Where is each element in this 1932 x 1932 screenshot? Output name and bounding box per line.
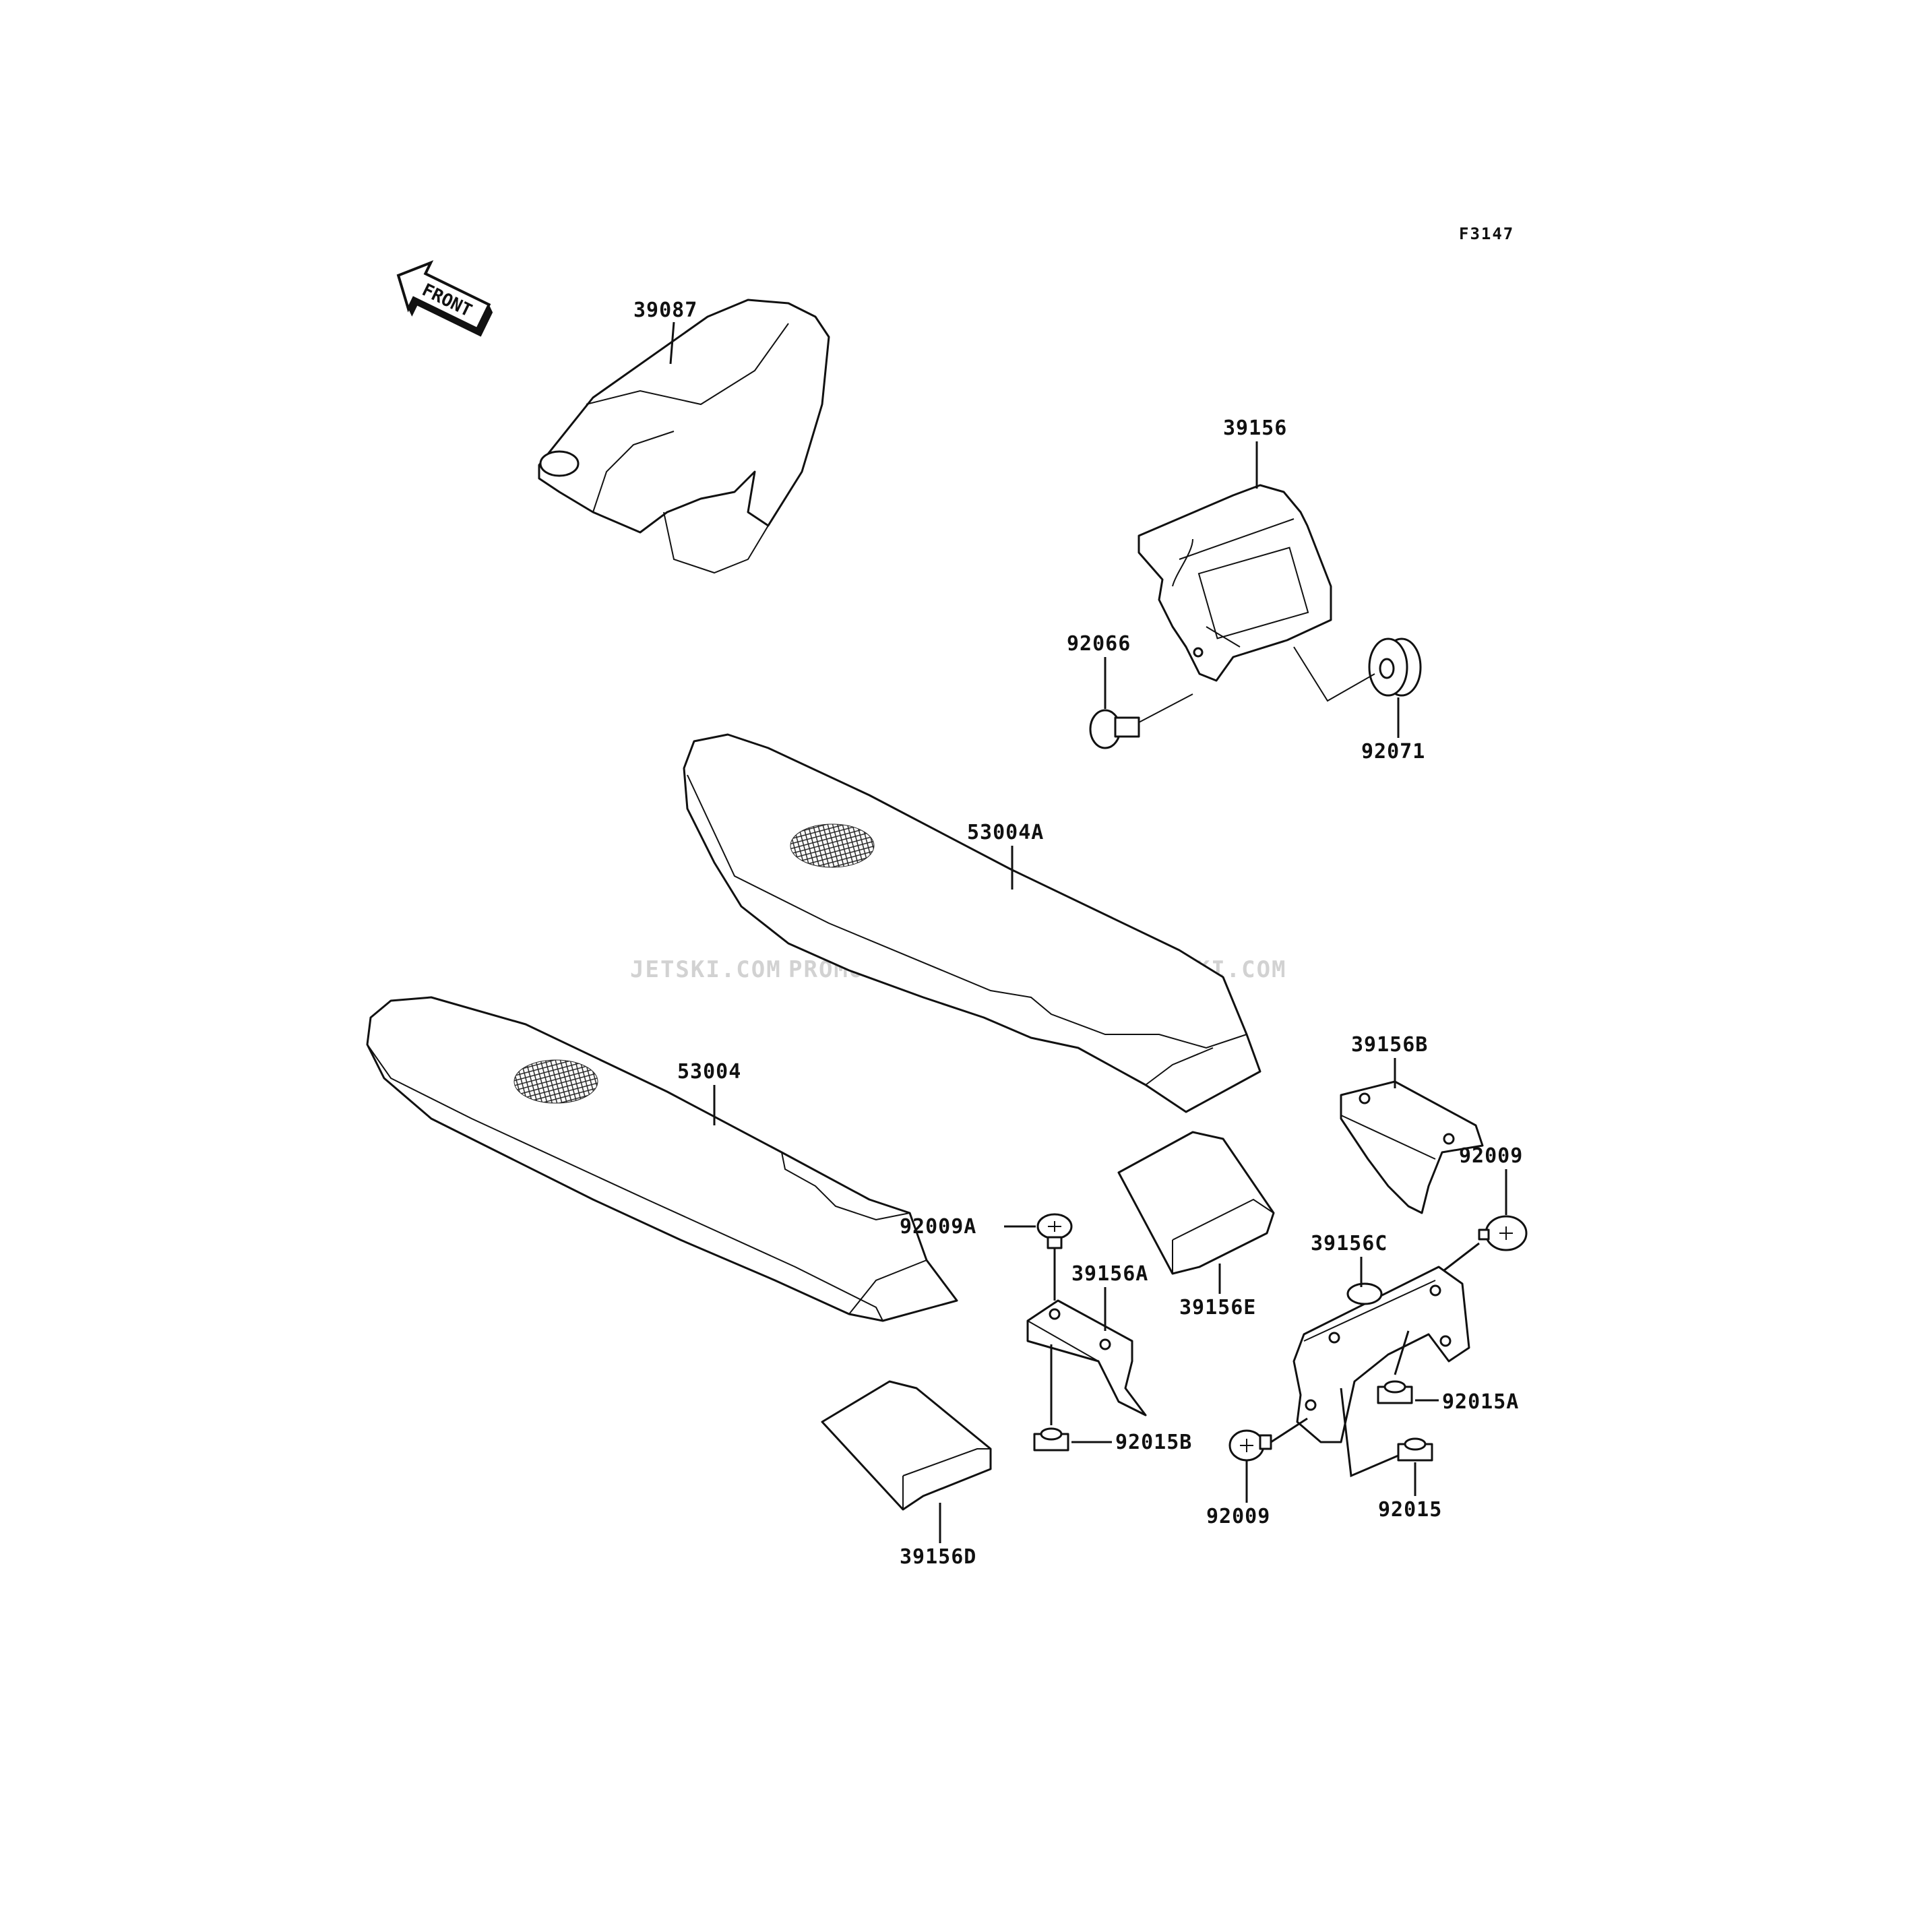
screw-92009-top bbox=[1478, 1215, 1528, 1251]
steering-cover-39156 bbox=[1138, 484, 1332, 682]
label-92009-top: 92009 bbox=[1459, 1144, 1523, 1168]
block-39156E bbox=[1117, 1131, 1275, 1275]
label-39156E: 39156E bbox=[1179, 1296, 1256, 1319]
label-39156D: 39156D bbox=[900, 1545, 976, 1569]
figure-code: F3147 bbox=[1459, 224, 1514, 243]
mat-53004 bbox=[366, 996, 958, 1322]
label-92071: 92071 bbox=[1361, 740, 1425, 764]
label-39087: 39087 bbox=[633, 299, 697, 322]
nut-92015B bbox=[1033, 1427, 1069, 1452]
label-92015B: 92015B bbox=[1115, 1431, 1192, 1454]
block-39156D bbox=[821, 1380, 992, 1511]
bracket-39156A bbox=[1026, 1299, 1147, 1416]
grommet-92071 bbox=[1293, 637, 1422, 702]
watermark-1: JETSKI.COM bbox=[630, 956, 782, 983]
nut-92015 bbox=[1397, 1437, 1433, 1462]
nut-92015A bbox=[1377, 1380, 1413, 1404]
label-39156A: 39156A bbox=[1071, 1262, 1148, 1286]
mat-53004A bbox=[683, 733, 1261, 1113]
label-92009-bottom: 92009 bbox=[1206, 1505, 1270, 1528]
bracket-39156C bbox=[1292, 1266, 1470, 1443]
label-92009A: 92009A bbox=[900, 1215, 976, 1239]
label-53004A: 53004A bbox=[967, 821, 1044, 844]
label-92066: 92066 bbox=[1067, 632, 1131, 656]
label-92015A: 92015A bbox=[1442, 1390, 1519, 1414]
label-53004: 53004 bbox=[677, 1060, 741, 1084]
screw-92009A bbox=[1036, 1213, 1073, 1249]
pin-92066 bbox=[1089, 647, 1204, 749]
label-39156: 39156 bbox=[1223, 416, 1287, 440]
screw-92009-bottom bbox=[1228, 1429, 1272, 1462]
bracket-39156B bbox=[1340, 1080, 1484, 1214]
label-92015: 92015 bbox=[1378, 1498, 1442, 1522]
handlebar-pad-39087 bbox=[538, 299, 830, 574]
label-39156C: 39156C bbox=[1311, 1232, 1388, 1255]
label-39156B: 39156B bbox=[1351, 1033, 1428, 1057]
front-arrow-icon: FRONT bbox=[396, 260, 493, 337]
